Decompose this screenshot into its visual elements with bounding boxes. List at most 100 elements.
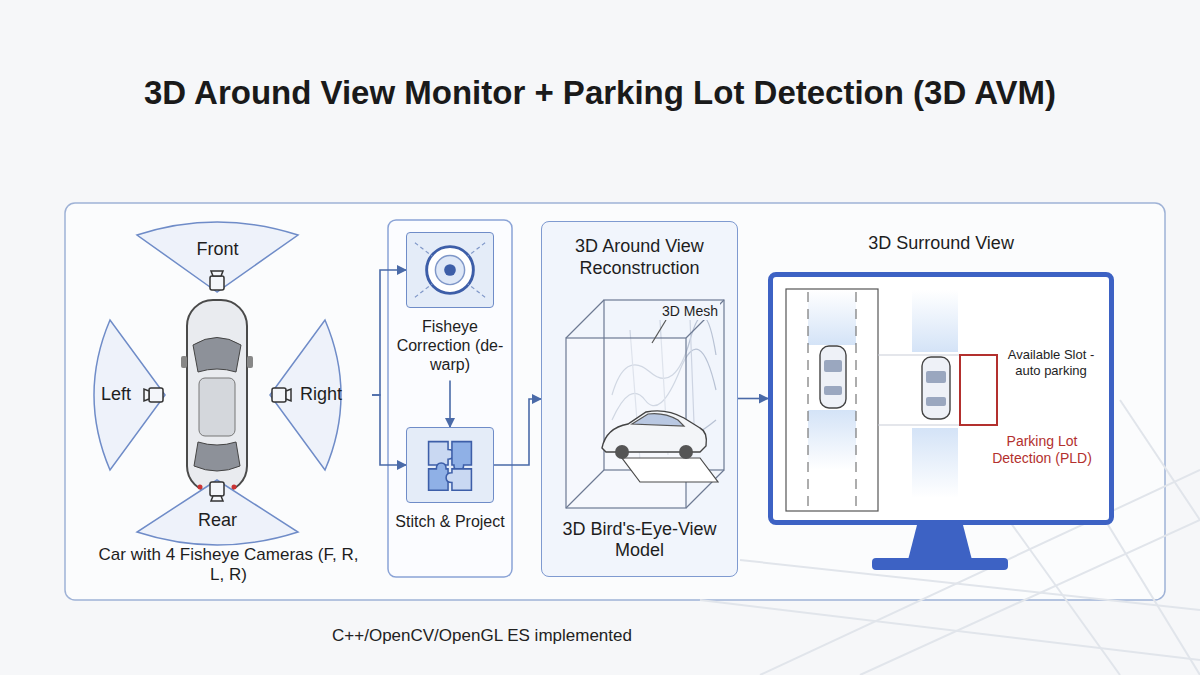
camera-fan: Left (90, 318, 165, 472)
process-icon-box-shape (407, 428, 493, 502)
node-text: Left (90, 384, 142, 406)
process-icon-box-shape (407, 233, 493, 307)
mesh-cube (679, 445, 693, 459)
camera-icon (210, 482, 224, 496)
process-icon-box-shape (429, 442, 472, 491)
monitor-screen (926, 371, 946, 383)
node-text: Car with 4 Fisheye Cameras (F, R, L, R) (95, 545, 362, 586)
camera-icon (211, 271, 223, 276)
mesh-cube (615, 445, 629, 459)
camera-fan-shape (137, 222, 298, 292)
reconstruction-panel (541, 221, 738, 577)
reconstruction-box: 3D Around View Reconstruction 3D Bird's-E… (541, 221, 738, 577)
diagram-title: 3D Around View Monitor + Parking Lot Det… (0, 74, 1200, 112)
process-icon-box-shape (429, 442, 454, 465)
mesh-cube (566, 300, 724, 508)
road-lines (1120, 400, 1200, 520)
camera-icon (210, 276, 224, 290)
mesh-cube (602, 411, 706, 452)
reconstruction-panel (541, 221, 738, 577)
monitor-screen (773, 277, 1109, 520)
outer-panel (65, 203, 1165, 600)
flow-arrow (494, 399, 541, 465)
monitor-stand (872, 525, 1008, 570)
flow-arrow (372, 270, 406, 395)
process-icon-box-shape (444, 264, 456, 276)
camera-icon (210, 482, 224, 501)
mesh-cube (632, 414, 684, 426)
monitor-screen (926, 397, 946, 406)
car-top-view (181, 300, 253, 492)
camera-fan: Right (270, 318, 345, 472)
outer-panel (65, 203, 1165, 600)
process-icon-box-shape (429, 463, 448, 490)
monitor-screen (808, 410, 856, 470)
node-text: Front (175, 239, 260, 261)
camera-icon (211, 496, 223, 501)
mesh-cube (652, 320, 666, 343)
process-icon-box-shape (446, 469, 471, 490)
process-column (388, 220, 512, 577)
process-icon-box: Fisheye Correction (de-warp) (406, 232, 494, 308)
car-top-view (199, 378, 235, 436)
camera-fan: Rear (135, 480, 300, 548)
monitor-stand (872, 558, 1008, 570)
caption-text: C++/OpenCV/OpenGL ES implemented (232, 626, 732, 646)
camera-icon (272, 388, 286, 402)
node-text: Stitch & Project (395, 512, 505, 531)
flow-arrow (449, 381, 451, 427)
monitor-screen (922, 357, 950, 419)
camera-icon (149, 388, 163, 402)
node-text: 3D Around View Reconstruction (550, 236, 729, 279)
node-text: Fisheye Correction (de-warp) (395, 317, 505, 375)
camera-icon (272, 388, 291, 402)
camera-fan-shape (137, 480, 298, 545)
monitor-screen (824, 386, 842, 395)
process-icon-box: Stitch & Project (406, 427, 494, 503)
camera-car-group: Car with 4 Fisheye Cameras (F, R, L, R)F… (85, 213, 372, 548)
monitor-screen (960, 355, 997, 425)
process-column (388, 220, 512, 577)
monitor-screen (912, 290, 958, 352)
mesh-cube (566, 300, 724, 508)
monitor-screen (786, 289, 878, 511)
car-top-view (187, 300, 247, 492)
monitor-screen (912, 428, 958, 498)
annotation-text: Available Slot - auto parking (1001, 347, 1101, 378)
camera-icon (286, 389, 291, 401)
camera-icon (210, 271, 224, 290)
node-subtext: 3D Bird's-Eye-View Model (550, 519, 729, 562)
camera-icon (144, 388, 163, 402)
node-text: Right (294, 384, 348, 406)
monitor-screen (773, 277, 1109, 520)
process-icon-box-shape (415, 243, 485, 298)
node-text: Rear (175, 510, 260, 532)
camera-icon (144, 389, 149, 401)
road-lines (700, 600, 1200, 660)
monitor-screen (878, 355, 960, 425)
pld-label: Parking Lot Detection (PLD) (986, 433, 1098, 467)
process-icon-box-shape (427, 247, 474, 294)
monitor-screen (808, 292, 856, 508)
camera-fan: Front (135, 213, 300, 292)
flow-arrow (738, 398, 768, 400)
process-icon-box-shape (435, 255, 464, 284)
mesh-cube (622, 458, 718, 482)
flow-arrow (372, 395, 406, 465)
car-top-view (198, 485, 203, 490)
car-top-view (194, 442, 240, 471)
road-lines (860, 520, 1200, 675)
process-icon-box-shape (452, 442, 471, 471)
monitor-stand (908, 525, 972, 560)
node-text: 3D Surround View (773, 233, 1109, 255)
callout-label: 3D Mesh (660, 303, 720, 320)
car-top-view (193, 338, 241, 373)
car-top-view (232, 485, 237, 490)
monitor-screen (824, 360, 842, 372)
car-top-view (181, 356, 187, 368)
monitor-screen (808, 290, 856, 345)
monitor-screen (820, 346, 846, 408)
car-top-view (247, 356, 253, 368)
monitor-frame: 3D Surround View (768, 272, 1114, 525)
